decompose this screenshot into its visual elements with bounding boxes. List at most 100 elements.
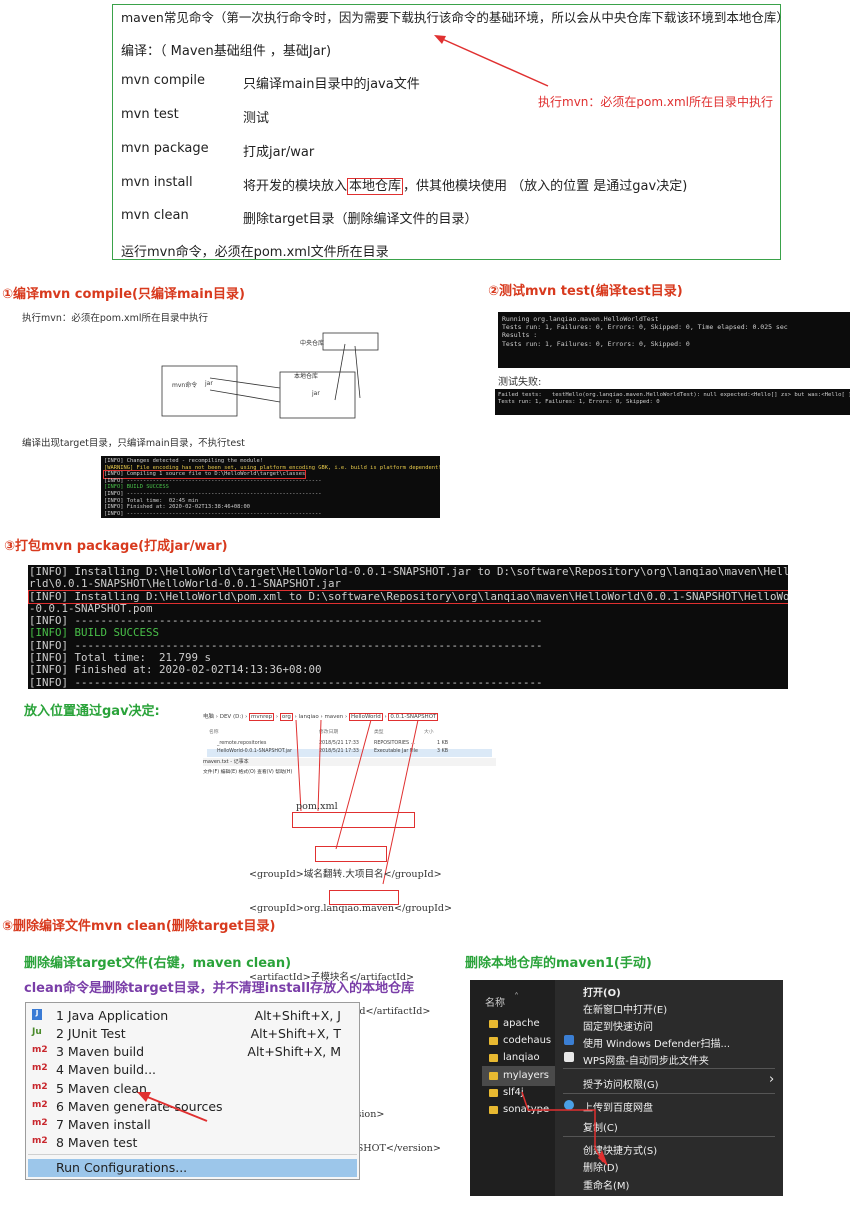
path-segment[interactable]: maven bbox=[324, 714, 344, 720]
terminal-line: -0.0.1-SNAPSHOT.pom bbox=[29, 601, 153, 615]
col-name-header[interactable]: 名称 bbox=[209, 730, 219, 735]
baidu-cloud-icon bbox=[564, 1100, 574, 1110]
maven-icon: m2 bbox=[32, 1045, 48, 1055]
col-date-header[interactable]: 修改日期 bbox=[319, 730, 339, 735]
ctx-wps-sync[interactable]: WPS网盘-自动同步此文件夹 bbox=[583, 1056, 709, 1067]
ctx-create-shortcut[interactable]: 创建快捷方式(S) bbox=[583, 1146, 658, 1157]
folder-item[interactable]: apache bbox=[503, 1018, 540, 1029]
folder-item[interactable]: sonatype bbox=[503, 1104, 550, 1115]
wps-cloud-icon bbox=[564, 1052, 574, 1062]
ctx-divider bbox=[563, 1093, 775, 1094]
section-test-heading: ②测试mvn test(编译test目录) bbox=[488, 284, 683, 299]
cmd-test: mvn test bbox=[121, 107, 179, 122]
menu-divider bbox=[28, 1154, 357, 1155]
ctx-defender-scan[interactable]: 使用 Windows Defender扫描... bbox=[583, 1039, 731, 1050]
file-row[interactable]: HelloWorld-0.0.1-SNAPSHOT.jar 2018/5/21 … bbox=[207, 749, 492, 757]
path-segment[interactable]: 0.0.1-SNAPSHOT bbox=[388, 713, 439, 721]
terminal-line: [INFO] Installing D:\HelloWorld\target\H… bbox=[29, 565, 788, 578]
cmd-package: mvn package bbox=[121, 141, 209, 156]
ctx-divider bbox=[563, 1068, 775, 1069]
terminal-line: [INFO] Compiling 1 source file to D:\Hel… bbox=[102, 470, 307, 479]
menu-item-junit-test[interactable]: Ju 2 JUnit Test Alt+Shift+X, T bbox=[26, 1025, 359, 1043]
maven-icon: m2 bbox=[32, 1063, 48, 1073]
folder-item[interactable]: codehaus bbox=[503, 1035, 552, 1046]
file-row[interactable]: _remote.repositories 2018/5/21 17:33 REP… bbox=[207, 741, 492, 749]
pom-line bbox=[249, 938, 452, 949]
ctx-divider bbox=[563, 1136, 775, 1137]
col-size-header[interactable]: 大小 bbox=[424, 730, 434, 735]
gav-label: 放入位置通过gav决定: bbox=[24, 704, 160, 719]
terminal-line: [INFO] Total time: 21.799 s bbox=[29, 651, 212, 665]
folder-icon bbox=[489, 1020, 498, 1028]
menu-label: 5 Maven clean bbox=[56, 1081, 147, 1096]
ctx-upload-baidu[interactable]: 上传到百度网盘 bbox=[583, 1103, 653, 1114]
section-compile-heading: ①编译mvn compile(只编译main目录) bbox=[2, 287, 245, 302]
delete-repo-title: 删除本地仓库的maven1(手动) bbox=[465, 956, 652, 971]
terminal-line: [INFO] Finished at: 2020-02-02T13:38:46+… bbox=[104, 504, 251, 511]
ctx-pin-quick-access[interactable]: 固定到快速访问 bbox=[583, 1022, 653, 1033]
file-date: 2018/5/21 17:33 bbox=[319, 741, 359, 746]
install-highlight: 本地仓库 bbox=[347, 178, 404, 195]
diagram-jar-left: jar bbox=[205, 380, 213, 387]
terminal-line: [INFO] ---------------------------------… bbox=[104, 477, 322, 484]
sort-chevron-icon[interactable]: ˄ bbox=[514, 992, 519, 1003]
pom-line: pom.xml bbox=[296, 800, 338, 812]
col-type-header[interactable]: 类型 bbox=[374, 730, 384, 735]
section-clean-heading: ⑤删除编译文件mvn clean(删除target目录) bbox=[2, 919, 276, 934]
install-desc-a: 将开发的模块放入 bbox=[243, 179, 348, 194]
menu-item-maven-test[interactable]: m2 8 Maven test bbox=[26, 1134, 359, 1152]
path-segment[interactable]: org bbox=[279, 713, 293, 721]
file-type: REPOSITORIES ... bbox=[374, 741, 416, 746]
folder-item[interactable]: slf4j bbox=[503, 1087, 524, 1098]
path-segment[interactable]: 电脑 bbox=[203, 714, 215, 720]
menu-label: Run Configurations... bbox=[56, 1160, 188, 1175]
menu-label: 8 Maven test bbox=[56, 1135, 138, 1150]
maven-commands-box: maven常见命令（第一次执行命令时，因为需要下载执行该命令的基础环境，所以会从… bbox=[112, 4, 789, 260]
groupid-highlight bbox=[292, 812, 415, 828]
path-segment[interactable]: mvnrep bbox=[249, 713, 275, 721]
menu-label: 4 Maven build... bbox=[56, 1062, 157, 1077]
artifactid-highlight bbox=[315, 846, 387, 862]
terminal-line: [INFO] Changes detected - recompiling th… bbox=[104, 458, 264, 464]
terminal-line: Results : bbox=[502, 331, 538, 340]
folders-header[interactable]: 名称 bbox=[485, 998, 505, 1009]
file-type: Executable Jar File bbox=[374, 749, 418, 754]
ctx-copy[interactable]: 复制(C) bbox=[583, 1123, 618, 1134]
ctx-open-new-window[interactable]: 在新窗口中打开(E) bbox=[583, 1005, 668, 1016]
menu-label: 3 Maven build bbox=[56, 1044, 145, 1059]
submenu-chevron-icon: › bbox=[769, 1072, 775, 1087]
menu-item-java-application[interactable]: J 1 Java Application Alt+Shift+X, J bbox=[26, 1007, 359, 1025]
path-segment[interactable]: HelloWorld bbox=[349, 713, 383, 721]
ctx-rename[interactable]: 重命名(M) bbox=[583, 1181, 630, 1192]
note-arrow bbox=[434, 35, 549, 87]
section-package-heading: ③打包mvn package(打成jar/war) bbox=[4, 539, 228, 554]
notepad-menu: 文件(F) 编辑(E) 格式(O) 查看(V) 帮助(H) bbox=[203, 770, 293, 775]
menu-item-run-configurations[interactable]: Run Configurations... bbox=[28, 1159, 357, 1177]
file-size: 1 KB bbox=[437, 741, 449, 746]
pom-line: <groupId>域名翻转.大项目名</groupId> bbox=[249, 869, 442, 881]
menu-shortcut: Alt+Shift+X, M bbox=[247, 1044, 341, 1059]
version-highlight bbox=[329, 890, 399, 905]
test-terminal: Running org.lanqiao.maven.HelloWorldTest… bbox=[498, 312, 850, 368]
terminal-line: Tests run: 1, Failures: 0, Errors: 0, Sk… bbox=[502, 339, 690, 348]
folder-item-selected[interactable]: mylayers bbox=[503, 1070, 549, 1081]
path-segment[interactable]: lanqiao bbox=[298, 714, 319, 720]
menu-item-maven-build-dialog[interactable]: m2 4 Maven build... bbox=[26, 1061, 359, 1079]
menu-item-maven-clean[interactable]: m2 5 Maven clean bbox=[26, 1080, 359, 1098]
ctx-delete[interactable]: 删除(D) bbox=[583, 1163, 619, 1174]
clean-purple-note: clean命令是删除target目录，并不清理install存放入的本地仓库 bbox=[24, 981, 415, 996]
folder-item[interactable]: lanqiao bbox=[503, 1052, 540, 1063]
file-date: 2018/5/21 17:33 bbox=[319, 749, 359, 754]
menu-item-maven-build[interactable]: m2 3 Maven build Alt+Shift+X, M bbox=[26, 1043, 359, 1061]
path-segment[interactable]: DEV (D:) bbox=[219, 714, 244, 720]
ctx-open[interactable]: 打开(O) bbox=[583, 988, 621, 999]
install-desc-b: ，供其他模块使用 （放入的位置 是通过gav决定) bbox=[403, 179, 688, 194]
terminal-line: [INFO] ---------------------------------… bbox=[29, 638, 543, 652]
ctx-grant-access[interactable]: 授予访问权限(G) bbox=[583, 1080, 659, 1091]
folder-icon bbox=[489, 1054, 498, 1062]
maven-icon: m2 bbox=[32, 1100, 48, 1110]
cmd-test-desc: 测试 bbox=[243, 111, 270, 126]
menu-item-maven-install[interactable]: m2 7 Maven install bbox=[26, 1116, 359, 1134]
terminal-line: Running org.lanqiao.maven.HelloWorldTest bbox=[502, 315, 659, 323]
file-name: HelloWorld-0.0.1-SNAPSHOT.jar bbox=[217, 749, 292, 754]
